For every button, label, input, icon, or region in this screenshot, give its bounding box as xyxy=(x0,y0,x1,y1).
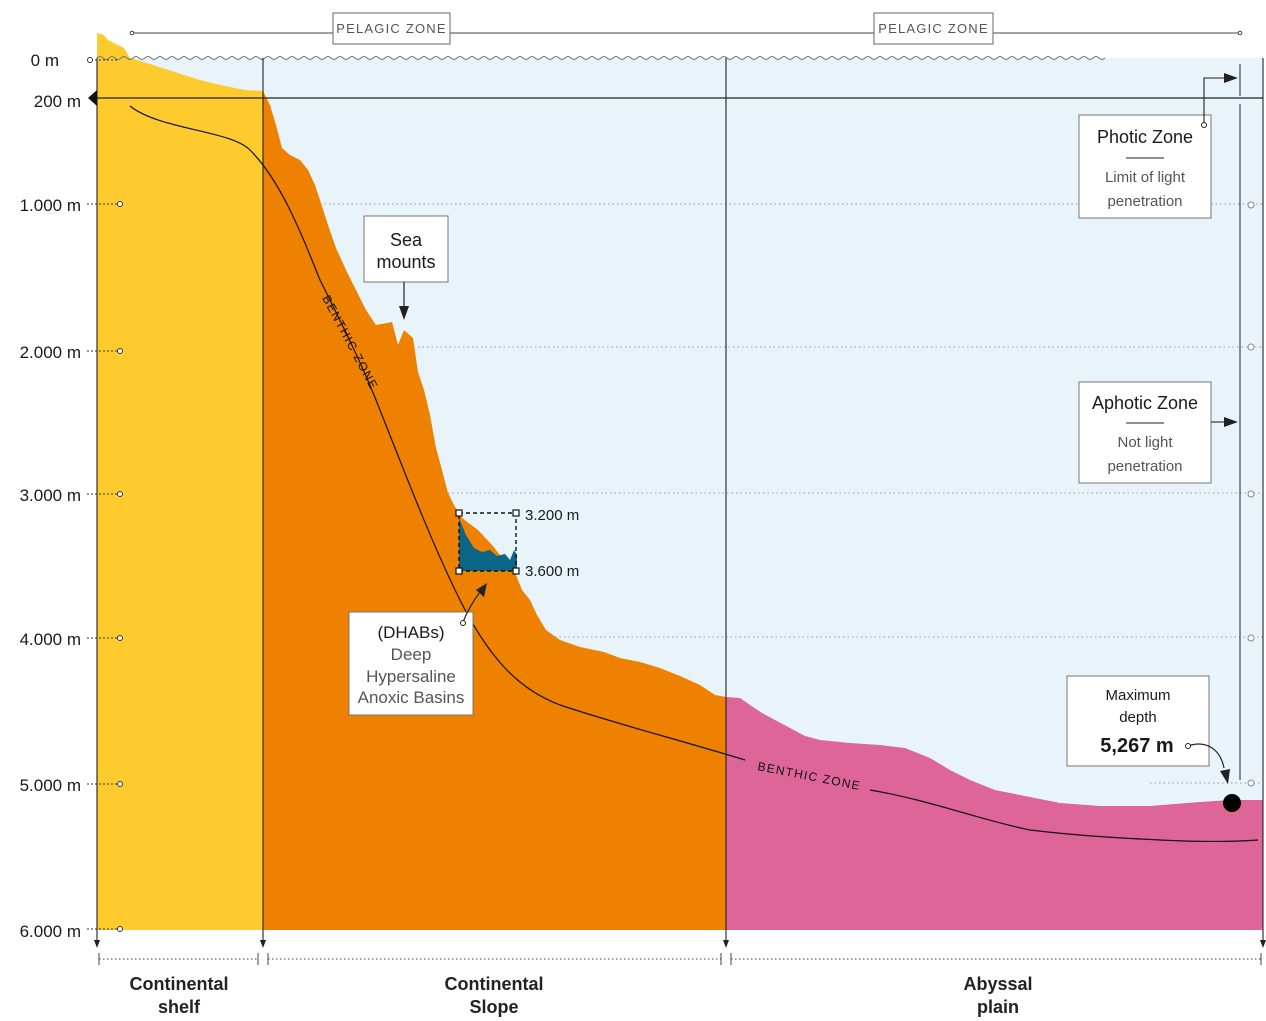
photic-zone-box: Photic Zone Limit of light penetration xyxy=(1078,114,1212,219)
depth-tick-label: 0 m xyxy=(31,51,59,70)
photic-zone-title: Photic Zone xyxy=(1097,127,1193,147)
region-label-slope-1: Continental xyxy=(445,974,544,994)
max-depth-value: 5,267 m xyxy=(1100,735,1173,757)
sea-mounts-line-2: mounts xyxy=(376,252,435,272)
photic-depth-marker xyxy=(88,90,97,106)
benthic-zone-line xyxy=(129,105,1259,843)
pelagic-zone-tag-2: PELAGIC ZONE xyxy=(873,12,994,45)
depth-tick-label: 200 m xyxy=(34,92,81,111)
abyssal-plain-area xyxy=(726,697,1263,930)
max-depth-line-2: depth xyxy=(1119,709,1157,726)
dhabs-top-depth: 3.200 m xyxy=(525,507,579,524)
aphotic-zone-title: Aphotic Zone xyxy=(1092,393,1198,413)
region-label-shelf-2: shelf xyxy=(158,997,201,1017)
pelagic-zone-label: PELAGIC ZONE xyxy=(878,21,988,36)
photic-zone-desc-2: penetration xyxy=(1107,193,1182,210)
dhabs-depth-range: 3.200 m 3.600 m xyxy=(455,507,579,580)
max-depth-point xyxy=(1223,794,1241,812)
region-dividers xyxy=(96,58,1264,945)
depth-tick-label: 6.000 m xyxy=(20,922,81,941)
sea-mounts-line-1: Sea xyxy=(390,230,423,250)
divider-arrowheads xyxy=(94,940,1266,948)
continental-shelf-area xyxy=(97,33,263,930)
pelagic-zone-tag-1: PELAGIC ZONE xyxy=(332,12,451,45)
max-depth-box: Maximum depth 5,267 m xyxy=(1066,675,1210,767)
aphotic-zone-desc-2: penetration xyxy=(1107,458,1182,475)
region-label-abyssal-2: plain xyxy=(977,997,1019,1017)
dhabs-line-1: (DHABs) xyxy=(377,623,444,642)
depth-tick-label: 4.000 m xyxy=(20,630,81,649)
pelagic-bracket xyxy=(129,30,1243,36)
region-label-shelf-1: Continental xyxy=(130,974,229,994)
dhabs-bottom-depth: 3.600 m xyxy=(525,563,579,580)
sea-surface xyxy=(96,56,1106,60)
pelagic-zone-label: PELAGIC ZONE xyxy=(336,21,446,36)
depth-axis: 0 m 200 m 1.000 m 2.000 m 3.000 m 4.000 … xyxy=(20,51,123,941)
depth-tick-label: 1.000 m xyxy=(20,196,81,215)
max-depth-pointer xyxy=(1187,743,1225,769)
region-label-abyssal-1: Abyssal xyxy=(963,974,1032,994)
region-label-slope-2: Slope xyxy=(469,997,518,1017)
dhabs-pointer xyxy=(462,591,481,623)
dhabs-line-3: Hypersaline xyxy=(366,667,456,686)
right-ticks xyxy=(1247,201,1255,787)
aphotic-zone-desc-1: Not light xyxy=(1117,434,1173,451)
depth-tick-label: 2.000 m xyxy=(20,343,81,362)
depth-tick-label: 3.000 m xyxy=(20,486,81,505)
dhabs-basin xyxy=(459,518,517,571)
dhabs-line-2: Deep xyxy=(391,645,432,664)
dhabs-box: (DHABs) Deep Hypersaline Anoxic Basins xyxy=(348,611,474,716)
photic-pointer xyxy=(1203,77,1224,124)
sea-mounts-box: Sea mounts xyxy=(363,215,449,283)
dhabs-line-4: Anoxic Basins xyxy=(358,688,465,707)
aphotic-zone-box: Aphotic Zone Not light penetration xyxy=(1078,381,1212,484)
depth-guides xyxy=(320,203,1263,784)
photic-zone-desc-1: Limit of light xyxy=(1105,169,1186,186)
max-depth-line-1: Maximum xyxy=(1105,687,1170,704)
depth-tick-label: 5.000 m xyxy=(20,776,81,795)
